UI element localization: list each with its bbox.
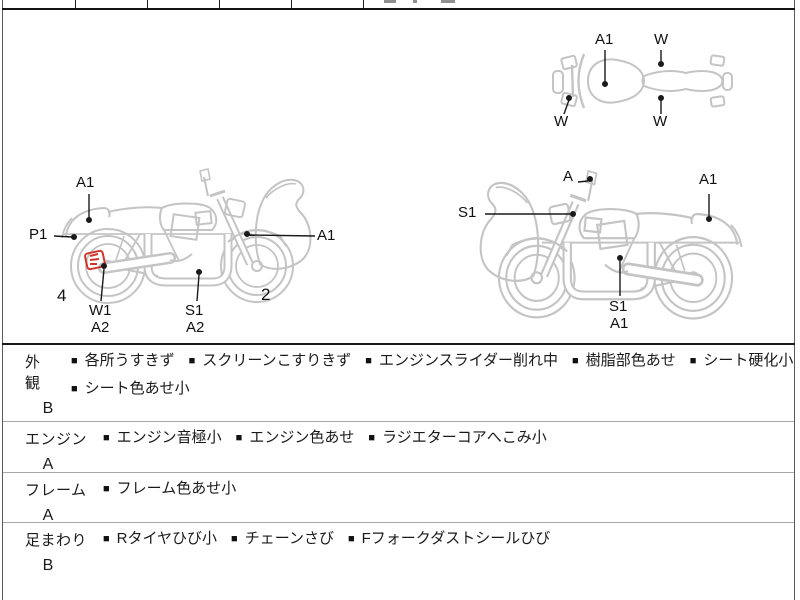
table-row-engine: エンジン A ■エンジン音極小 ■エンジン色あせ ■ラジエターコアへこみ小 [3, 421, 794, 473]
condition-table: 外 観 B ■各所うすきず ■スクリーンこすりきず ■エンジンスライダー削れ中 ■樹脂… [3, 345, 794, 600]
item-square-marker: ■ [71, 355, 78, 367]
label-w: W [654, 31, 669, 48]
condition-item: ■エンジン色あせ [235, 429, 355, 446]
page-border-right [794, 0, 795, 600]
label-a1: A1 [76, 174, 95, 191]
clipped-text-fragment [384, 0, 396, 3]
label-w1: W1 [89, 302, 112, 319]
motorcycle-diagrams [53, 50, 800, 345]
condition-item: ■チェーンさび [231, 530, 334, 547]
label-s1: S1 [458, 204, 477, 221]
label-a1: A1 [610, 315, 629, 332]
label-s1: S1 [185, 302, 204, 319]
condition-item: ■Rタイヤひび小 [103, 530, 218, 547]
condition-item: ■シート硬化小 [689, 352, 794, 369]
condition-item: ■各所うすきず [71, 352, 175, 369]
label-a1: A1 [595, 31, 614, 48]
top-table-divider [147, 0, 148, 8]
label-p1: P1 [29, 226, 48, 243]
item-square-marker: ■ [103, 483, 110, 495]
top-table-divider [219, 0, 220, 8]
clipped-text-fragment [441, 0, 455, 3]
condition-items: ■エンジン音極小 ■エンジン色あせ ■ラジエターコアへこみ小 [103, 422, 794, 472]
item-square-marker: ■ [71, 383, 78, 395]
condition-item: ■樹脂部色あせ [572, 352, 676, 369]
item-square-marker: ■ [235, 432, 243, 444]
item-square-marker: ■ [368, 432, 375, 444]
grade-value: A [42, 507, 54, 524]
table-top-border [2, 343, 795, 345]
top-table-divider [291, 0, 292, 8]
label-s1: S1 [609, 298, 628, 315]
label-a1: A1 [699, 171, 718, 188]
damage-highlight-red [84, 249, 106, 271]
table-row-frame: フレーム A ■フレーム色あせ小 [3, 472, 794, 524]
grade-value: B [42, 400, 54, 417]
condition-item: ■ラジエターコアへこみ小 [368, 429, 547, 446]
condition-item: ■スクリーンこすりきず [188, 352, 352, 369]
item-square-marker: ■ [365, 355, 372, 367]
label-a1: A1 [317, 227, 336, 244]
item-square-marker: ■ [572, 355, 579, 367]
top-table-bottom-line [2, 8, 795, 10]
item-square-marker: ■ [689, 355, 697, 367]
annotation-leader-lines [53, 50, 713, 302]
label-a2: A2 [91, 319, 110, 336]
condition-item: ■Fフォークダストシールひび [347, 530, 551, 547]
grade-value: A [42, 456, 54, 473]
page-border-left [2, 0, 3, 600]
category-label: エンジン [25, 431, 88, 448]
label-a: A [563, 168, 574, 185]
condition-items: ■フレーム色あせ小 [103, 473, 794, 522]
label-count-4: 4 [57, 286, 67, 305]
item-square-marker: ■ [103, 432, 110, 444]
condition-item: ■フレーム色あせ小 [103, 480, 237, 497]
item-square-marker: ■ [347, 533, 355, 545]
top-table-divider [363, 0, 364, 8]
condition-item: ■エンジン音極小 [103, 429, 222, 446]
item-square-marker: ■ [188, 355, 196, 367]
category-label: 足まわり [25, 532, 88, 549]
condition-item: ■エンジンスライダー削れ中 [365, 352, 559, 369]
top-table-divider [75, 0, 76, 8]
category-label: フレーム [25, 482, 87, 499]
item-square-marker: ■ [231, 533, 238, 545]
clipped-text-fragment [413, 0, 417, 3]
condition-items: ■各所うすきず ■スクリーンこすりきず ■エンジンスライダー削れ中 ■樹脂部色あせ ■シ… [71, 345, 800, 421]
table-row-exterior: 外 観 B ■各所うすきず ■スクリーンこすりきず ■エンジンスライダー削れ中 ■樹脂… [3, 345, 794, 421]
label-w: W [554, 113, 569, 130]
motorcycle-top-view [552, 53, 733, 109]
category-label: 外 観 [25, 354, 57, 392]
item-square-marker: ■ [103, 533, 110, 545]
label-a2: A2 [186, 319, 205, 336]
label-w: W [653, 113, 668, 130]
condition-items: ■Rタイヤひび小 ■チェーンさび ■Fフォークダストシールひび [103, 523, 794, 600]
condition-item: ■シート色あせ小 [71, 380, 190, 397]
label-count-2: 2 [261, 285, 271, 304]
motorcycle-right-side-view [481, 171, 742, 318]
motorcycle-left-side-view [62, 169, 310, 303]
table-row-undercarriage: 足まわり B ■Rタイヤひび小 ■チェーンさび ■Fフォークダストシールひび [3, 522, 794, 600]
grade-value: B [42, 557, 54, 574]
